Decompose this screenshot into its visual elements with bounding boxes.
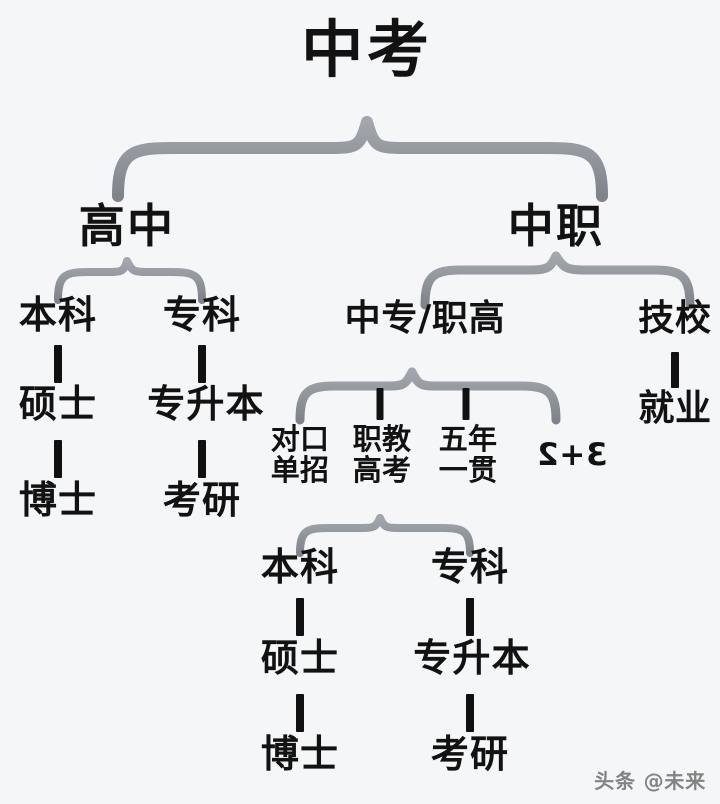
edge-college-upgrade xyxy=(198,345,206,383)
edge-voc-college-upgrade xyxy=(466,598,474,636)
node-voc-bachelor: 本科 xyxy=(260,545,340,589)
node-path-three-plus-two: 3+2 xyxy=(536,437,608,473)
node-path-wunian-yiguan: 五年 一贯 xyxy=(438,422,498,487)
edge-voc-upgrade-postgrad xyxy=(466,694,474,732)
node-voc-master: 硕士 xyxy=(260,636,340,680)
edge-master-doctor xyxy=(54,440,62,478)
watermark: 头条 @未来 xyxy=(594,769,706,793)
node-senior-high: 高中 xyxy=(78,199,176,253)
node-vocational: 中职 xyxy=(507,199,605,253)
node-employment: 就业 xyxy=(638,388,712,429)
edge-zhijiao-brace xyxy=(376,388,384,420)
edge-wunian-brace xyxy=(462,388,470,420)
edge-voc-master-doctor xyxy=(296,694,304,732)
node-senior-high-college: 专科 xyxy=(162,293,242,337)
node-voc-doctor: 博士 xyxy=(260,732,340,776)
edge-bachelor-master xyxy=(54,345,62,383)
node-senior-high-master: 硕士 xyxy=(18,382,98,426)
node-senior-high-doctor: 博士 xyxy=(18,478,98,522)
edge-voc-bachelor-master xyxy=(296,598,304,636)
node-voc-upgrade: 专升本 xyxy=(413,636,531,680)
node-senior-high-upgrade: 专升本 xyxy=(147,382,265,426)
node-technical-school: 技校 xyxy=(638,298,712,339)
node-senior-high-bachelor: 本科 xyxy=(18,293,98,337)
node-path-duikou-danzhao: 对口 单招 xyxy=(270,422,330,487)
node-voc-postgrad: 考研 xyxy=(430,732,510,776)
node-secondary-vocational: 中专/职高 xyxy=(344,298,506,339)
node-root: 中考 xyxy=(301,13,433,86)
node-voc-college: 专科 xyxy=(430,545,510,589)
node-path-zhijiao-gaokao: 职教 高考 xyxy=(352,422,412,487)
edge-upgrade-postgrad xyxy=(198,440,206,478)
edge-tech-employment xyxy=(671,352,679,388)
brace-secondary-vocational xyxy=(295,367,561,425)
node-senior-high-postgrad: 考研 xyxy=(162,478,242,522)
brace-root xyxy=(112,116,608,202)
